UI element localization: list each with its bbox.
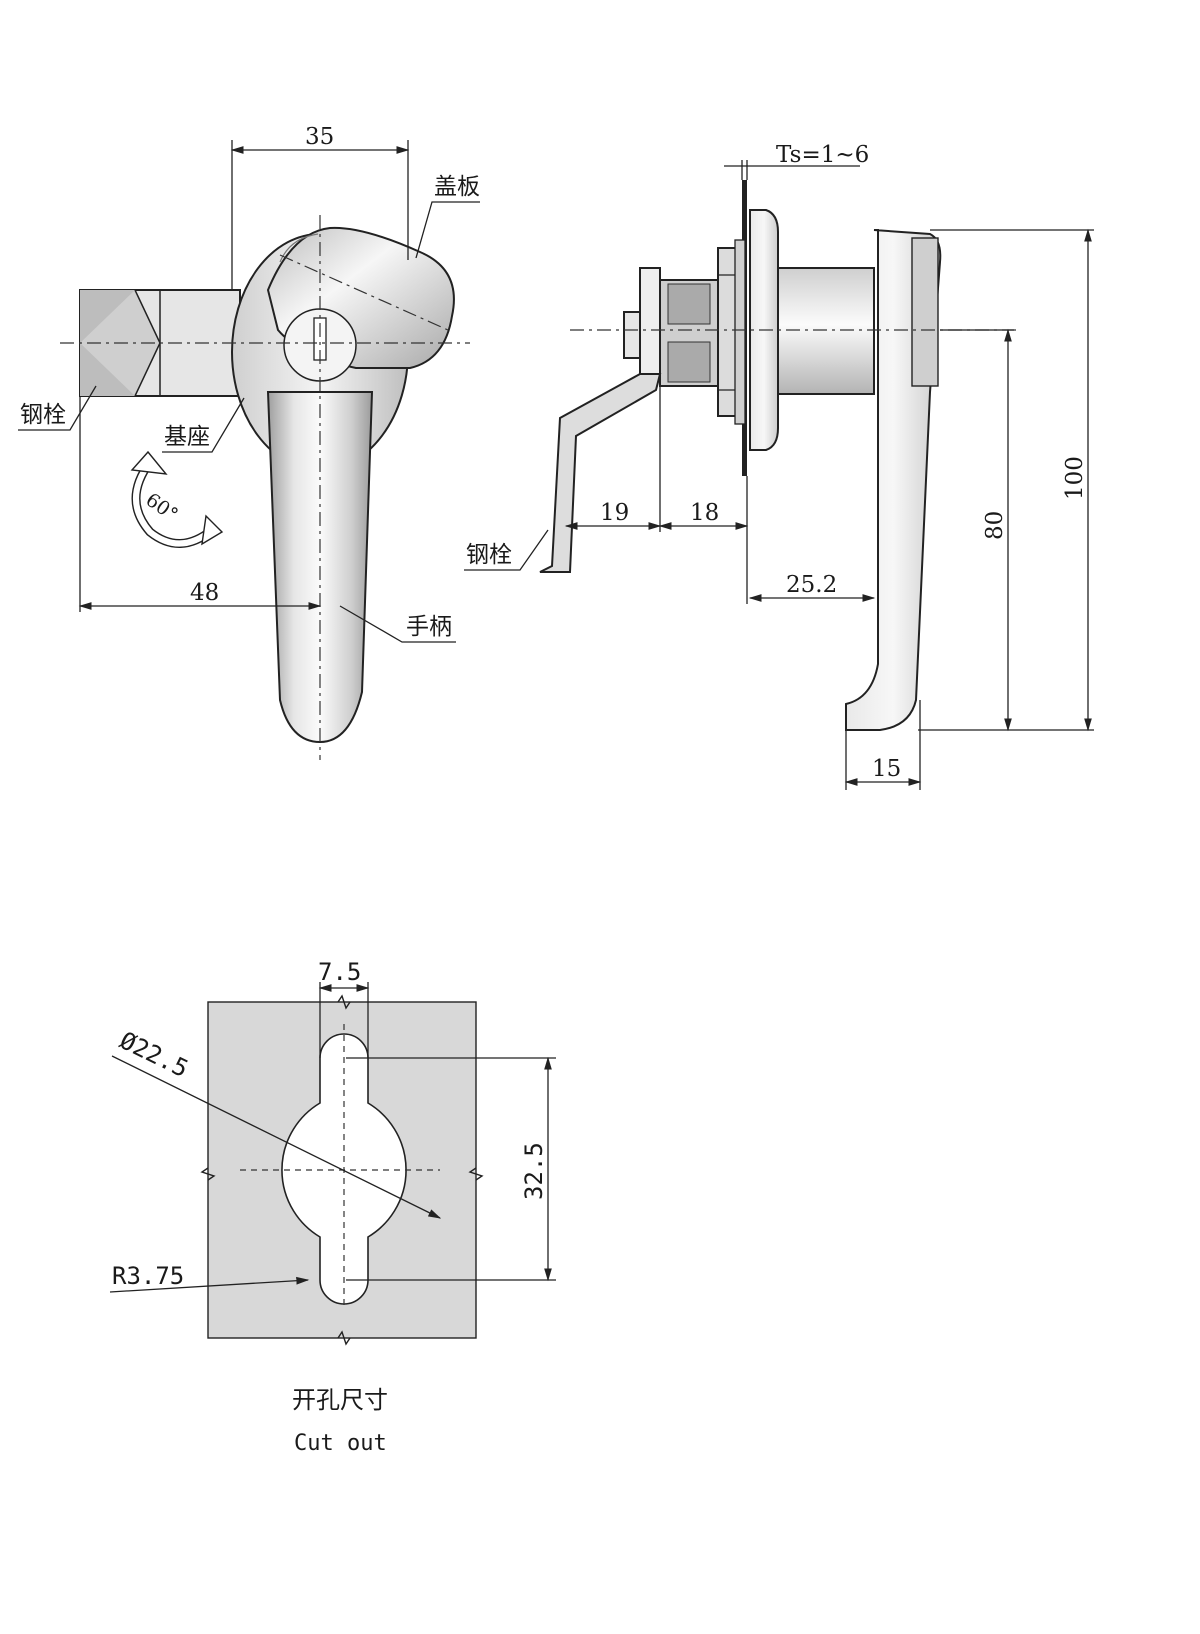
label-bolt-side: 钢栓 (466, 542, 512, 568)
side-bolt (539, 373, 662, 573)
threaded-shaft (659, 279, 719, 387)
dim-height-label: 32.5 (520, 1142, 548, 1200)
dim-35-label: 35 (305, 124, 334, 150)
caption-en: Cut out (294, 1431, 387, 1456)
dim-48-label: 48 (190, 580, 219, 606)
front-view: 35 48 盖板 钢栓 基座 手柄 60° (18, 124, 480, 760)
caption-cn: 开孔尺寸 (292, 1386, 388, 1414)
label-handle: 手柄 (406, 614, 452, 640)
label-cover: 盖板 (434, 174, 480, 200)
dim-80-label: 80 (982, 511, 1008, 540)
dim-ts-label: Ts=1~6 (776, 142, 869, 168)
label-base: 基座 (164, 424, 210, 450)
dim-25-2-label: 25.2 (786, 572, 837, 598)
dim-19-label: 19 (600, 500, 629, 526)
dim-18-label: 18 (690, 500, 719, 526)
label-bolt-front: 钢栓 (20, 402, 66, 428)
side-view: Ts=1~6 19 18 25.2 80 100 15 钢栓 (464, 142, 1094, 790)
dim-radius-label: R3.75 (112, 1262, 184, 1290)
dim-diameter-label: Ø22.5 (115, 1026, 192, 1083)
dim-slot-width-label: 7.5 (318, 958, 361, 986)
dim-100-label: 100 (1062, 456, 1088, 500)
rotation-angle-label: 60° (142, 489, 182, 526)
cutout-view: 7.5 Ø22.5 32.5 R3.75 开孔尺寸 Cut out (109, 958, 556, 1456)
rotation-arrow-icon: 60° (130, 450, 224, 548)
dim-15-label: 15 (872, 756, 901, 782)
